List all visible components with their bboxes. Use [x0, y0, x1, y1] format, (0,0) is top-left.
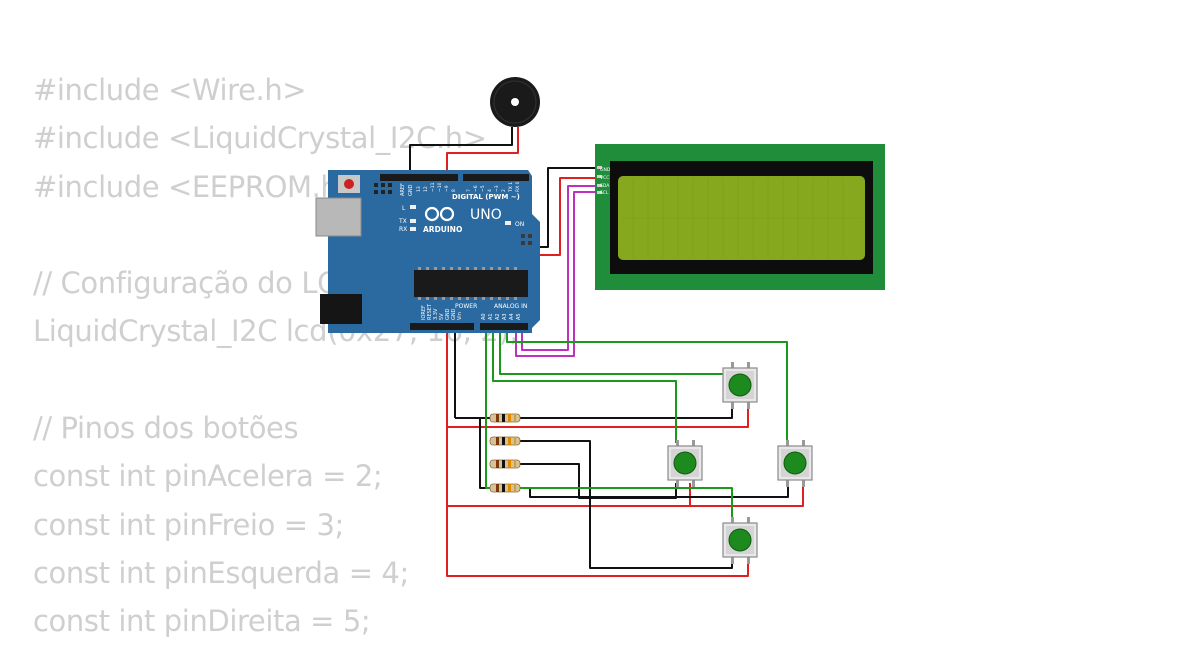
wire-lcd-scl[interactable]: [515, 191, 598, 357]
pin-label: RESET: [427, 303, 433, 320]
arduino-model: UNO: [470, 207, 502, 223]
pin-label: GND: [451, 308, 457, 320]
digital-pin-label: ~6: [473, 185, 479, 192]
arduino-logo: [424, 206, 455, 222]
power-header: [410, 323, 474, 330]
wire-5v-rail[interactable]: [446, 153, 749, 577]
on-label: ON: [515, 221, 524, 228]
circuit-diagram: DIGITAL (PWM ~) UNO ARDUINO L TX RX ON P…: [315, 77, 885, 577]
lcd-pixel-grid: [620, 178, 863, 258]
digital-pin-label: TX 1: [508, 182, 514, 193]
analog-pin-label: A0: [481, 313, 487, 320]
pin-label: GND: [445, 308, 451, 320]
code-line: const int pinAcelera = 2;: [33, 459, 383, 494]
digital-pin-label: 7: [466, 189, 472, 192]
resistors: [489, 413, 521, 493]
arduino-brand: ARDUINO: [423, 225, 462, 234]
analog-pin-label: A1: [488, 313, 494, 320]
code-line: #include <Wire.h>: [33, 73, 307, 107]
wire-red-btn3[interactable]: [447, 483, 804, 507]
digital-header: [380, 174, 458, 181]
pin-label: GND: [408, 184, 414, 196]
lcd-pin-label: SDA: [600, 183, 610, 189]
push-button[interactable]: [722, 517, 758, 564]
code-line: const int pinEsquerda = 4;: [33, 555, 409, 590]
digital-pin-label: ~10: [437, 182, 443, 192]
pin-label: 5V: [439, 313, 445, 320]
analog-pin-label: A5: [516, 313, 522, 320]
lcd-pin-label: SCL: [600, 190, 609, 196]
usb-port: [315, 197, 362, 237]
dc-jack: [320, 294, 362, 324]
analog-pin-label: A3: [502, 313, 508, 320]
resistor[interactable]: [489, 413, 521, 423]
digital-pin-label: 4: [487, 189, 493, 192]
wire-black-r2[interactable]: [520, 440, 733, 569]
piezo-buzzer[interactable]: [490, 77, 540, 127]
resistor[interactable]: [489, 436, 521, 446]
digital-pin-label: RX 0: [515, 181, 521, 192]
push-buttons: [667, 362, 813, 564]
digital-pin-label: 12: [423, 186, 429, 192]
code-line: // Configuração do LCD: [33, 266, 359, 301]
led-on: [505, 221, 511, 225]
icsp-header: [374, 183, 392, 194]
digital-label: DIGITAL (PWM ~): [452, 193, 520, 201]
led-rx-label: RX: [399, 226, 407, 233]
wire-black-r4[interactable]: [520, 483, 789, 498]
arduino-uno-board[interactable]: DIGITAL (PWM ~) UNO ARDUINO L TX RX ON P…: [315, 170, 540, 333]
digital-pin-label: 2: [501, 189, 507, 192]
power-label: POWER: [455, 303, 477, 310]
lcd-16x2-i2c[interactable]: GND VCC SDA SCL: [595, 144, 885, 290]
analog-label: ANALOG IN: [494, 303, 527, 310]
digital-pin-label: 8: [451, 189, 457, 192]
digital-pin-label: 13: [416, 186, 422, 192]
push-button[interactable]: [667, 440, 703, 487]
led-tx: [410, 219, 416, 223]
code-line: #include <LiquidCrystal_I2C.h>: [33, 121, 487, 156]
push-button[interactable]: [722, 362, 758, 409]
lcd-pin-label: GND: [600, 167, 611, 173]
led-rx: [410, 227, 416, 231]
analog-header: [480, 323, 528, 330]
digital-header: [463, 174, 529, 181]
wire-green-d5[interactable]: [485, 182, 733, 520]
lcd-pin-header: [597, 166, 602, 194]
wire-black-r3[interactable]: [520, 463, 677, 499]
pin-label: IOREF: [421, 305, 427, 320]
push-button[interactable]: [777, 440, 813, 487]
wire-buzzer-gnd[interactable]: [409, 127, 513, 182]
resistor[interactable]: [489, 483, 521, 493]
led-tx-label: TX: [398, 218, 407, 225]
digital-pin-label: ~3: [494, 185, 500, 192]
wire-red-btn1[interactable]: [447, 404, 749, 428]
wire-red-btn2[interactable]: [447, 483, 691, 507]
lcd-pin-label: VCC: [600, 175, 609, 181]
code-line: const int pinFreio = 3;: [33, 507, 344, 542]
pin-label: 3.3V: [433, 308, 439, 320]
atmega-chip: [414, 270, 528, 297]
pin-label: AREF: [400, 183, 406, 196]
icsp-header-right: [521, 234, 532, 245]
analog-pin-label: A2: [495, 313, 501, 320]
led-l: [410, 205, 416, 209]
led-l-label: L: [402, 205, 406, 212]
resistor[interactable]: [489, 459, 521, 469]
code-line: // Pinos dos botões: [33, 411, 299, 446]
analog-pin-label: A4: [509, 313, 515, 320]
pin-label: Vin: [457, 312, 463, 320]
digital-pin-label: ~11: [430, 182, 436, 192]
digital-pin-label: ~9: [444, 185, 450, 192]
digital-pin-label: ~5: [480, 185, 486, 192]
